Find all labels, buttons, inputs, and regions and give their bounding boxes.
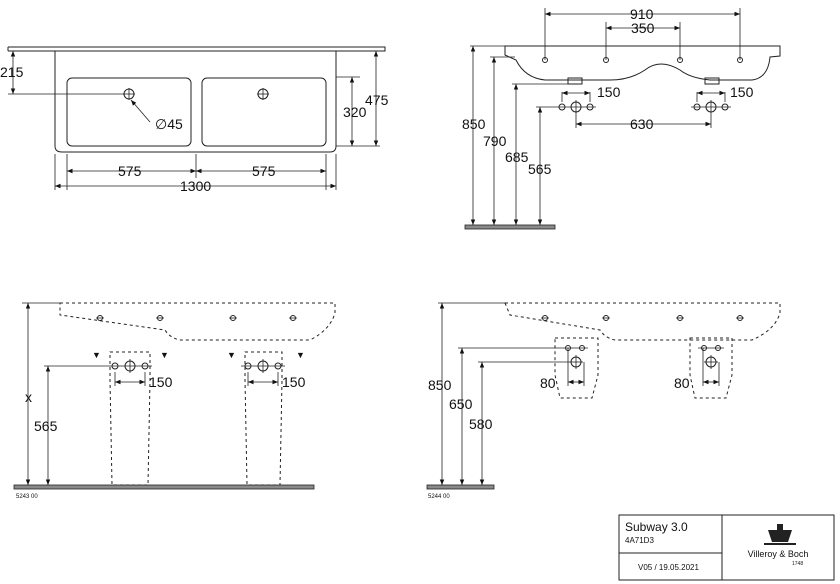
front-b-basin-dashed [504,302,781,341]
drain-left [567,77,583,85]
article-number: 4A71D3 [625,536,654,545]
dim-475: 475 [365,92,389,108]
supply-a-right [241,359,285,373]
dim-b-80-left: 80 [540,375,556,391]
supply-b-left [562,345,588,369]
svg-text:▼: ▼ [160,350,169,360]
ref-code-b: 5244 00 [428,494,450,500]
supply-right [691,100,731,128]
supply-left [556,100,596,128]
dim-575-right: 575 [252,163,276,179]
dim-b-650: 650 [449,396,473,412]
supply-a-left [108,359,152,373]
title-block: Subway 3.0 4A71D3 V05 / 19.05.2021 Ville… [618,514,835,581]
dim-350: 350 [631,20,655,36]
dim-b-850: 850 [428,377,452,393]
svg-text:▼: ▼ [92,350,101,360]
front-view-b: 80 80 850 650 580 5244 00 [426,302,781,500]
dim-150-left: 150 [597,84,621,100]
dim-150-right: 150 [730,84,754,100]
front-a-floor [13,484,315,490]
dim-a-150-left: 150 [149,374,173,390]
top-view-wall-edge [8,46,386,52]
dim-630: 630 [630,116,654,132]
supply-b-right [698,345,724,369]
dim-685: 685 [505,149,529,165]
siphon-cover-left-dashed [554,337,599,399]
pedestal-left-dashed [109,351,151,486]
top-view: 215 ∅45 320 475 575 575 1300 [0,46,389,194]
top-view-basin-outline [54,51,337,153]
brand-year: 1748 [792,561,803,567]
side-basin-outline [504,45,781,81]
dim-a-x: x [25,389,32,405]
dim-a-150-right: 150 [282,374,306,390]
dim-910: 910 [630,6,654,22]
dim-215: 215 [0,64,24,80]
right-bowl [201,77,327,147]
dim-850: 850 [462,116,486,132]
pedestal-right-dashed [244,351,283,486]
version-date: V05 / 19.05.2021 [638,563,699,572]
dim-a-565: 565 [34,418,58,434]
dim-b-580: 580 [469,416,493,432]
side-view: 910 350 150 150 [462,6,781,230]
dim-diameter-45: ∅45 [155,116,183,132]
svg-text:▼: ▼ [227,350,236,360]
left-bowl [66,77,192,147]
siphon-cover-right-dashed [689,337,733,399]
front-b-floor [426,484,495,490]
dim-320: 320 [343,104,367,120]
side-view-floor [464,224,556,230]
front-view-a: ▼ ▼ ▼ ▼ 150 150 x 565 5243 0 [13,302,336,500]
brand-logo-icon [764,524,796,545]
ref-code-a: 5243 00 [16,494,38,500]
dim-575-left: 575 [118,163,142,179]
dim-790: 790 [483,133,507,149]
dim-565: 565 [528,161,552,177]
dim-b-80-right: 80 [674,375,690,391]
brand-name: Villeroy & Boch [748,549,809,559]
front-a-basin-dashed [59,302,336,341]
svg-text:▼: ▼ [296,350,305,360]
product-name: Subway 3.0 [625,520,688,534]
drain-right [704,77,720,85]
dim-1300: 1300 [180,178,211,194]
